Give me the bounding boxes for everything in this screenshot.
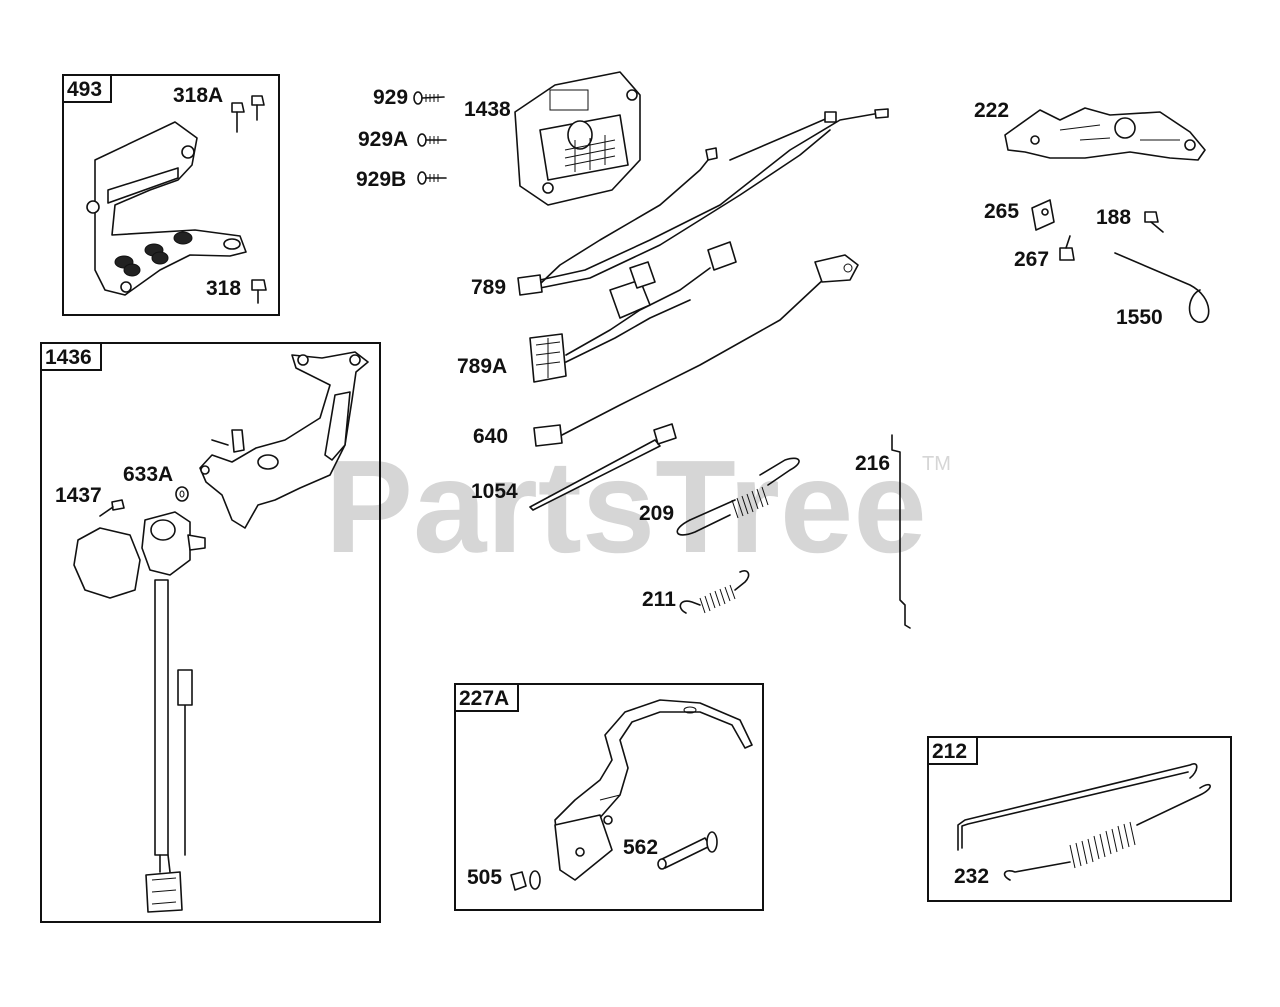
screw-929a-part[interactable] [417,133,447,147]
label-1550[interactable]: 1550 [1116,306,1163,329]
spring-232-part[interactable] [1003,783,1211,881]
harness-789-part[interactable] [517,108,889,296]
box-227a-frame [454,683,764,911]
label-640[interactable]: 640 [473,425,508,448]
ignition-switch-part[interactable] [73,511,206,913]
box-493-label[interactable]: 493 [67,78,102,101]
box-493-frame [62,74,280,316]
group-493: 493 318A [62,74,280,316]
label-318a[interactable]: 318A [173,84,223,107]
screw-1437-part[interactable] [99,499,125,517]
bolt-318a-part[interactable] [231,95,265,133]
label-929[interactable]: 929 [373,86,408,109]
label-188[interactable]: 188 [1096,206,1131,229]
label-789a[interactable]: 789A [457,355,507,378]
label-1438[interactable]: 1438 [464,98,511,121]
cable-tie-1054-part[interactable] [529,423,677,511]
box-212-tag [927,736,978,765]
pin-1550-part[interactable] [1114,252,1210,323]
bolt-188-part[interactable] [1144,211,1164,233]
label-929b[interactable]: 929B [356,168,406,191]
box-227a-tag [454,683,519,712]
washer-633a-part[interactable] [175,486,189,502]
label-633a[interactable]: 633A [123,463,173,486]
label-222[interactable]: 222 [974,99,1009,122]
label-1054[interactable]: 1054 [471,480,518,503]
label-789[interactable]: 789 [471,276,506,299]
box-1436-tag [40,342,102,371]
label-216[interactable]: 216 [855,452,890,475]
bolt-318-part[interactable] [251,279,267,304]
watermark-trademark: TM [922,453,951,475]
box-1436-label[interactable]: 1436 [45,346,92,369]
label-209[interactable]: 209 [639,502,674,525]
box-227a-label[interactable]: 227A [459,687,509,710]
bracket-493-part[interactable] [86,121,247,296]
label-265[interactable]: 265 [984,200,1019,223]
wire-640-part[interactable] [533,254,859,447]
label-1437[interactable]: 1437 [55,484,102,507]
spring-209-part[interactable] [676,457,800,536]
box-493-tag [62,74,112,103]
box-212-frame [927,736,1232,902]
bracket-222-part[interactable] [1004,107,1206,161]
pin-562-part[interactable] [657,831,718,870]
label-211[interactable]: 211 [642,588,676,611]
bracket-227a-part[interactable] [554,699,753,881]
box-1436-frame [40,342,381,923]
module-1438-part[interactable] [514,71,641,206]
label-505[interactable]: 505 [467,866,502,889]
group-1436: 1436 1437 633A [40,342,381,923]
screw-929-part[interactable] [413,91,445,105]
screw-929b-part[interactable] [417,171,447,185]
harness-789a-part[interactable] [529,241,737,383]
group-227a: 227A 505 562 [454,683,764,911]
rod-212-part[interactable] [957,763,1198,851]
label-232[interactable]: 232 [954,865,989,888]
label-562[interactable]: 562 [623,836,658,859]
label-929a[interactable]: 929A [358,128,408,151]
bolt-267-part[interactable] [1059,235,1075,261]
label-318[interactable]: 318 [206,277,241,300]
label-267[interactable]: 267 [1014,248,1049,271]
clip-265-part[interactable] [1031,199,1055,231]
group-212: 212 232 [927,736,1232,902]
switch-bracket-part[interactable] [199,351,369,529]
nut-505-part[interactable] [510,870,541,891]
box-212-label[interactable]: 212 [932,740,967,763]
rod-216-part[interactable] [891,434,911,629]
spring-211-part[interactable] [679,570,750,614]
